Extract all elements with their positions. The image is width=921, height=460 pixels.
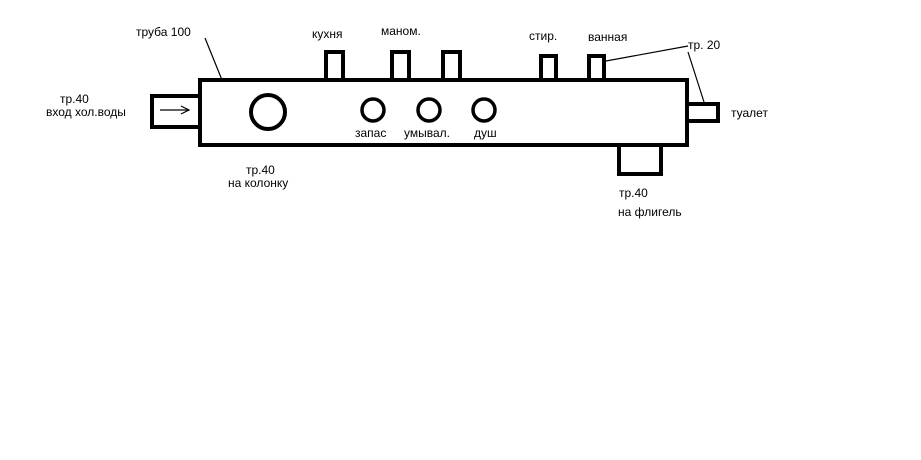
- annex-size-label: тр.40: [619, 186, 648, 200]
- column-port: [249, 93, 287, 131]
- kitchen-outlet: [324, 50, 345, 82]
- annex-outlet: [617, 143, 663, 176]
- gauge-label: маном.: [381, 24, 421, 38]
- washbasin-port: [416, 97, 442, 123]
- pipe20-label: тр. 20: [688, 38, 721, 52]
- gauge-outlet: [390, 50, 411, 82]
- pipe20-leader-bathroom: [605, 45, 689, 62]
- bathroom-label: ванная: [588, 30, 628, 44]
- inlet-stub: [150, 94, 202, 129]
- reserve-port: [360, 97, 386, 123]
- inlet-name-label: вход хол.воды: [46, 105, 126, 119]
- washbasin-label: умывал.: [404, 126, 450, 140]
- inlet-size-label: тр.40: [60, 92, 89, 106]
- annex-name-label: на флигель: [618, 205, 682, 219]
- bathroom-outlet: [587, 54, 606, 82]
- toilet-label: туалет: [731, 106, 768, 120]
- reserve-label: запас: [355, 126, 387, 140]
- spare-top-outlet: [441, 50, 462, 82]
- main-pipe-label: труба 100: [136, 25, 191, 39]
- inlet-flow-arrow-head: [180, 105, 191, 115]
- pipe20-leader-toilet: [687, 51, 705, 103]
- main-pipe-leader: [204, 37, 223, 81]
- shower-port: [471, 97, 497, 123]
- washer-label: стир.: [529, 29, 558, 43]
- kitchen-label: кухня: [312, 27, 343, 41]
- column-name-label: на колонку: [228, 176, 289, 190]
- toilet-stub: [685, 102, 720, 123]
- washer-outlet: [539, 54, 558, 82]
- shower-label: душ: [474, 126, 497, 140]
- column-size-label: тр.40: [246, 163, 275, 177]
